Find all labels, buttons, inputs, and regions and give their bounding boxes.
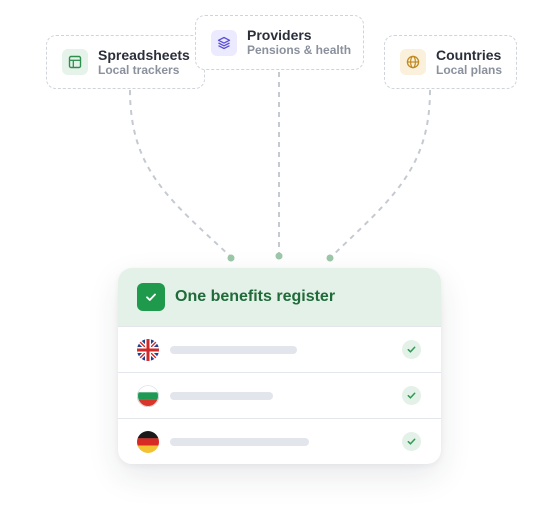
uk-flag-icon (137, 338, 159, 361)
bulgaria-flag-icon (137, 384, 159, 407)
source-card-spreadsheets: Spreadsheets Local trackers (46, 35, 205, 89)
connector-spreadsheets (129, 89, 232, 258)
register-row (118, 419, 441, 464)
placeholder-bar (170, 345, 297, 354)
source-subtitle: Local trackers (98, 62, 180, 77)
benefits-register-card: One benefits register (118, 268, 441, 464)
layers-icon (211, 29, 237, 56)
source-subtitle: Local plans (436, 62, 503, 77)
check-icon (402, 432, 421, 451)
globe-icon (400, 49, 426, 75)
source-title: Spreadsheets (98, 46, 190, 63)
register-header: One benefits register (118, 268, 441, 327)
connector-dot (326, 254, 334, 262)
register-row (118, 373, 441, 419)
table-icon (62, 49, 88, 75)
check-icon (402, 386, 421, 405)
placeholder-bar (170, 437, 309, 446)
source-title: Providers (247, 27, 312, 44)
connector-dot (227, 254, 235, 262)
connector-dot (275, 252, 283, 260)
check-icon (402, 340, 421, 359)
connector-countries (329, 89, 431, 259)
register-row (118, 327, 441, 373)
placeholder-bar (170, 391, 273, 400)
source-title: Countries (436, 46, 502, 63)
germany-flag-icon (137, 430, 159, 453)
source-card-countries: Countries Local plans (384, 35, 517, 89)
source-card-providers: Providers Pensions & health (195, 15, 364, 70)
checkbox-checked-icon (137, 283, 165, 311)
register-title: One benefits register (175, 288, 336, 305)
source-subtitle: Pensions & health (247, 43, 352, 58)
